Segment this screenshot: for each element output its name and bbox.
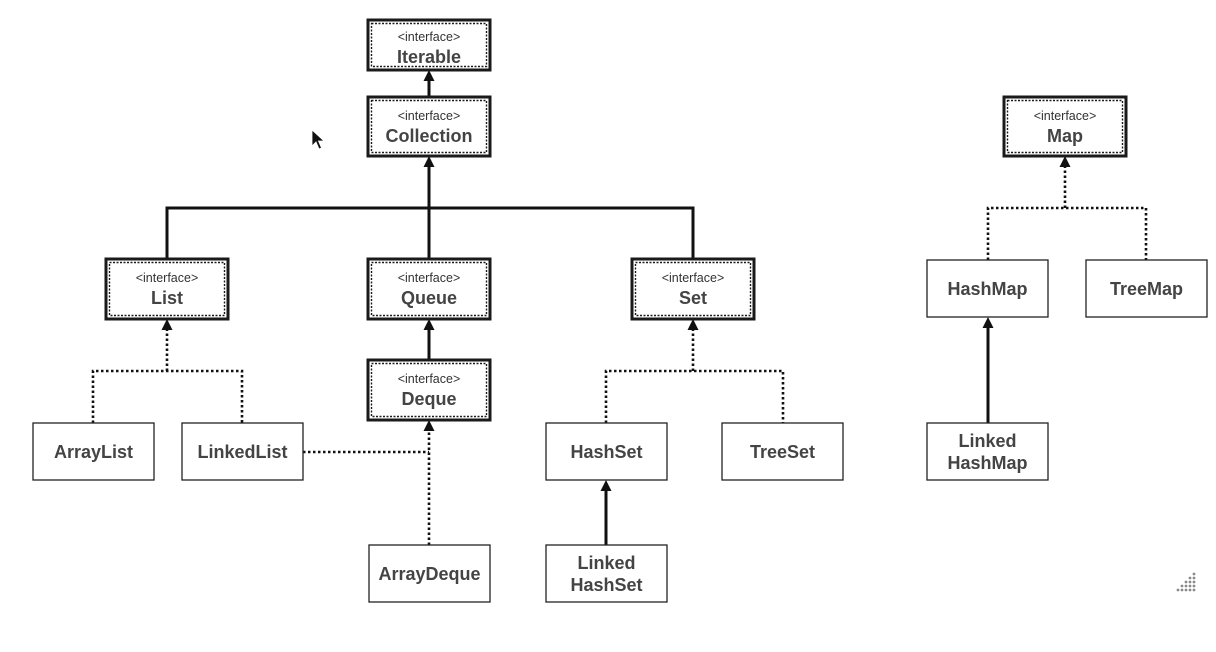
node-collection-box-inner: [370, 99, 488, 154]
node-hashset-box: [545, 422, 668, 481]
edge-sets-bus: [604, 369, 785, 423]
node-list-box-inner: [108, 261, 226, 317]
node-iterable-title: Iterable: [397, 47, 461, 67]
node-linkedlist[interactable]: LinkedList: [181, 422, 304, 481]
edge-lists-bus: [91, 369, 244, 423]
node-hashset[interactable]: HashSet: [545, 422, 668, 481]
node-deque-box: [366, 358, 492, 422]
node-hashmap[interactable]: HashMap: [926, 259, 1049, 318]
node-deque-box-inner: [370, 362, 488, 418]
arrowhead-hashset: [600, 480, 612, 491]
node-set[interactable]: <interface> Set: [630, 257, 756, 321]
node-arraydeque-title: ArrayDeque: [378, 564, 480, 584]
node-hashset-title: HashSet: [570, 442, 642, 462]
node-iterable-box-inner: [370, 22, 488, 68]
node-iterable[interactable]: <interface> Iterable: [366, 18, 492, 72]
node-list-stereotype: <interface>: [136, 271, 199, 285]
node-set-stereotype: <interface>: [662, 271, 725, 285]
node-arraydeque[interactable]: ArrayDeque: [368, 544, 491, 603]
node-map-box: [1002, 95, 1128, 158]
node-treeset-box: [721, 422, 844, 481]
edges: [91, 70, 1148, 545]
arrowhead-queue: [423, 319, 435, 330]
edge-maps-bus: [986, 206, 1148, 260]
node-treeset-title: TreeSet: [750, 442, 815, 462]
resize-grip-icon[interactable]: [1176, 572, 1196, 592]
node-list-title: List: [151, 288, 183, 308]
node-collection-box: [366, 95, 492, 158]
node-queue[interactable]: <interface> Queue: [366, 257, 492, 321]
node-collection-stereotype: <interface>: [398, 109, 461, 123]
node-treemap[interactable]: TreeMap: [1085, 259, 1208, 318]
node-set-title: Set: [679, 288, 707, 308]
node-iterable-box: [366, 18, 492, 72]
node-hashmap-box: [926, 259, 1049, 318]
node-treemap-title: TreeMap: [1110, 279, 1183, 299]
node-linkedlist-title: LinkedList: [197, 442, 287, 462]
node-map[interactable]: <interface> Map: [1002, 95, 1128, 158]
node-set-box: [630, 257, 756, 321]
arrowhead-map: [1059, 156, 1071, 167]
node-linkedlist-box: [181, 422, 304, 481]
node-deque-title: Deque: [401, 389, 456, 409]
node-linkedhashmap-box: [926, 422, 1049, 481]
node-linkedhashmap-title-line: Linked: [958, 431, 1016, 451]
node-linkedhashset-box: [545, 544, 668, 603]
arrowhead-set: [687, 319, 699, 330]
node-queue-box-inner: [370, 261, 488, 317]
node-list-box: [104, 257, 230, 321]
node-arraydeque-box: [368, 544, 491, 603]
node-set-box-inner: [634, 261, 752, 317]
node-deque-stereotype: <interface>: [398, 372, 461, 386]
arrowhead-iterable: [423, 70, 435, 81]
mouse-pointer-icon: [311, 129, 326, 150]
node-linkedhashmap-title-line: HashMap: [947, 453, 1027, 473]
node-collection[interactable]: <interface> Collection: [366, 95, 492, 158]
node-arraylist[interactable]: ArrayList: [32, 422, 155, 481]
node-queue-box: [366, 257, 492, 321]
node-queue-title: Queue: [401, 288, 457, 308]
node-linkedhashset-title-line: Linked: [577, 553, 635, 573]
arrowhead-hashmap: [982, 317, 994, 328]
node-iterable-stereotype: <interface>: [398, 30, 461, 44]
nodes: <interface> Iterable <interface> Collection…: [32, 18, 1208, 603]
node-linkedhashset-title-line: HashSet: [570, 575, 642, 595]
node-arraylist-title: ArrayList: [54, 442, 133, 462]
node-treeset[interactable]: TreeSet: [721, 422, 844, 481]
arrowhead-list: [161, 319, 173, 330]
node-queue-stereotype: <interface>: [398, 271, 461, 285]
node-treemap-box: [1085, 259, 1208, 318]
node-arraylist-box: [32, 422, 155, 481]
node-hashmap-title: HashMap: [947, 279, 1027, 299]
node-collection-title: Collection: [385, 126, 472, 146]
node-deque[interactable]: <interface> Deque: [366, 358, 492, 422]
node-list[interactable]: <interface> List: [104, 257, 230, 321]
node-map-title: Map: [1047, 126, 1083, 146]
node-map-stereotype: <interface>: [1034, 109, 1097, 123]
arrowhead-deque: [423, 420, 435, 431]
node-map-box-inner: [1006, 99, 1124, 154]
arrowhead-collection: [423, 156, 435, 167]
